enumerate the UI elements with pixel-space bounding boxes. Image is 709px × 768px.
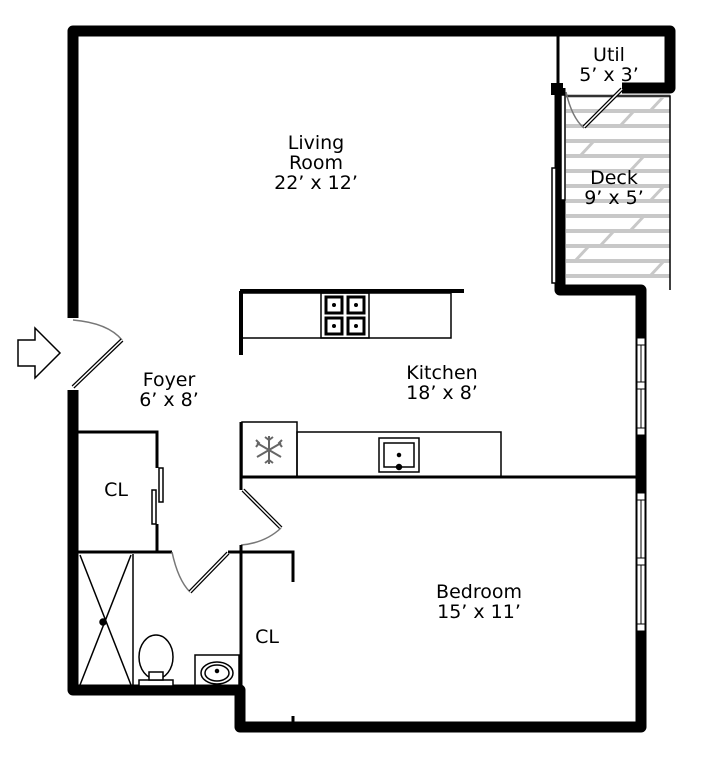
kitchen-sink-icon: [378, 437, 420, 473]
room-label-util: Util 5’ x 3’: [579, 45, 639, 85]
deck-dims: 9’ x 5’: [584, 187, 644, 209]
entry-door: [71, 319, 124, 389]
room-label-bedroom: Bedroom 15’ x 11’: [436, 582, 522, 622]
closet-bedroom-name: CL: [255, 626, 279, 648]
deck-planks: [566, 94, 670, 278]
bedroom-dims: 15’ x 11’: [437, 601, 521, 623]
kitchen-name: Kitchen: [406, 362, 478, 384]
living-room-name-1: Living: [287, 132, 345, 154]
room-label-closet-foyer: CL: [104, 480, 128, 500]
util-name: Util: [593, 44, 625, 66]
room-label-foyer: Foyer 6’ x 8’: [139, 370, 199, 410]
refrigerator-icon: [255, 436, 283, 464]
bedroom-door: [240, 488, 283, 546]
windows: [636, 337, 646, 632]
wall-post: [551, 83, 563, 95]
room-label-living-room: Living Room 22’ x 12’: [274, 133, 358, 193]
exterior-walls: [67, 25, 676, 733]
deck-outline: [566, 95, 671, 290]
deck-name: Deck: [590, 167, 638, 189]
kitchen-counter-top: [239, 289, 464, 355]
bedroom-name: Bedroom: [436, 581, 522, 603]
foyer-closet-walls: [78, 430, 159, 552]
closet-foyer-name: CL: [104, 479, 128, 501]
room-label-kitchen: Kitchen 18’ x 8’: [406, 363, 478, 403]
foyer-dims: 6’ x 8’: [139, 389, 199, 411]
toilet-icon: [138, 634, 174, 687]
entry-arrow-icon: [17, 326, 62, 380]
bathroom-walls: [78, 550, 241, 685]
foyer-closet-door: [151, 467, 164, 525]
room-label-closet-bedroom: CL: [255, 627, 279, 647]
living-room-name-2: Room: [288, 152, 344, 174]
bedroom-closet-walls: [239, 545, 295, 724]
foyer-name: Foyer: [142, 369, 196, 391]
deck-sliding-door: [551, 94, 566, 284]
kitchen-dims: 18’ x 8’: [406, 382, 478, 404]
room-label-deck: Deck 9’ x 5’: [584, 168, 644, 208]
util-dims: 5’ x 3’: [579, 64, 639, 86]
util-door: [565, 87, 624, 129]
bathroom-sink-icon: [194, 654, 240, 687]
bathroom-door: [171, 551, 230, 594]
range-cooktop-icon: [324, 295, 366, 336]
shower-icon: [79, 554, 132, 686]
living-room-dims: 22’ x 12’: [274, 172, 358, 194]
